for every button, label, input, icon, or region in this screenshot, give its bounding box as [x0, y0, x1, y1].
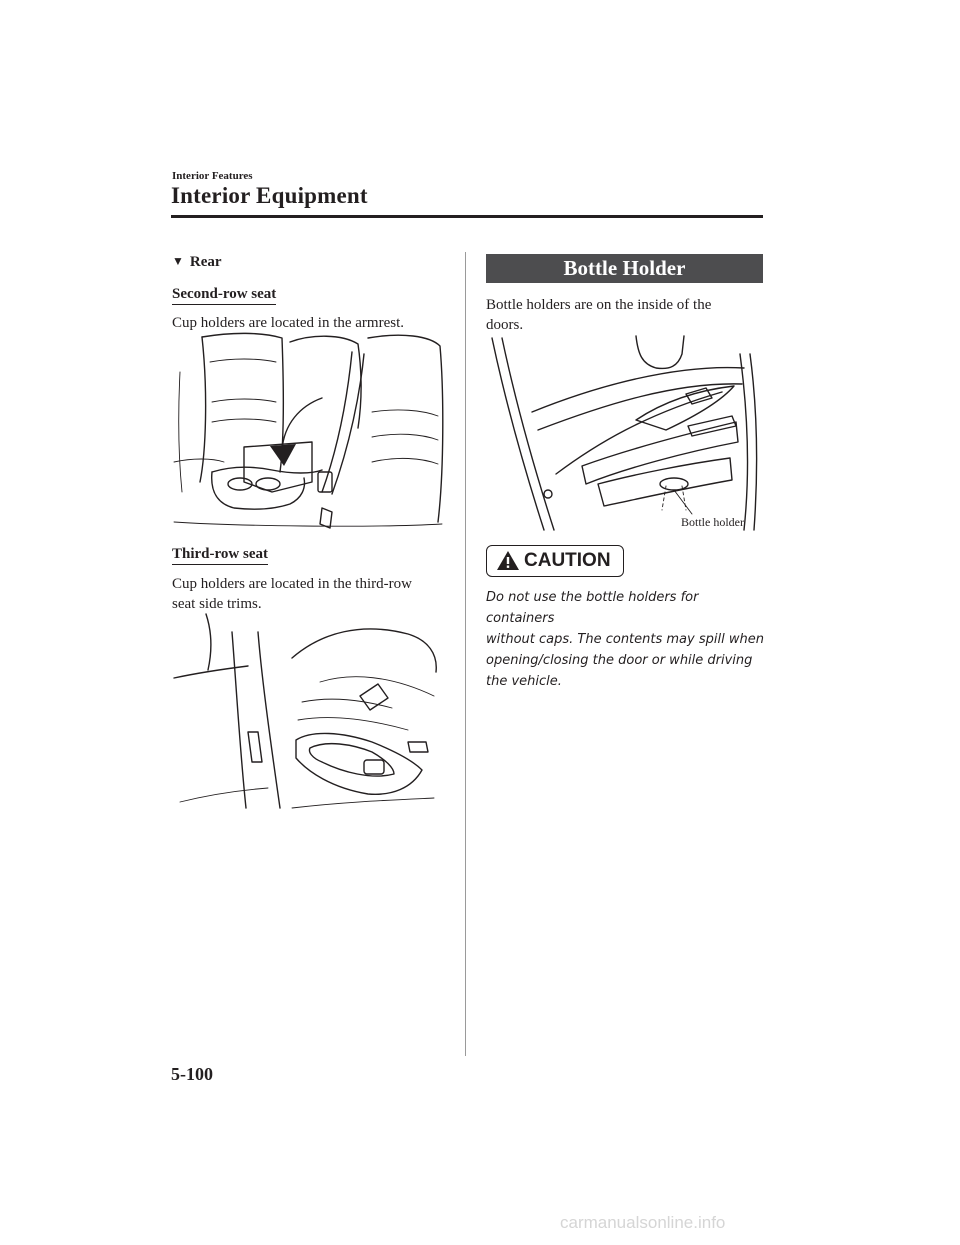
third-row-text-line1: Cup holders are located in the third-row: [172, 576, 412, 592]
second-row-heading: Second-row seat: [172, 286, 277, 305]
third-row-heading: Third-row seat: [172, 546, 268, 565]
page-title: Interior Equipment: [171, 183, 368, 208]
door-bottle-holder-illustration: [491, 335, 758, 531]
watermark-text: carmanualsonline.info: [560, 1213, 726, 1232]
down-triangle-icon: ▼: [172, 254, 184, 268]
subsection-label: Rear: [189, 254, 222, 270]
caution-line: without caps. The contents may spill whe…: [486, 632, 764, 647]
second-row-armrest-illustration: [173, 332, 444, 529]
second-row-text: Cup holders are located in the armrest.: [172, 315, 405, 331]
bottle-text-line2: doors.: [486, 317, 524, 333]
page-number: 5-100: [171, 1064, 213, 1084]
caution-line: Do not use the bottle holders for contai…: [486, 590, 699, 626]
caution-text: Do not use the bottle holders for contai…: [486, 587, 766, 692]
caution-label: CAUTION: [524, 550, 611, 571]
caution-box: [486, 545, 624, 577]
column-divider: [465, 252, 466, 1056]
warning-triangle-icon: [497, 551, 519, 570]
bottle-text-line1: Bottle holders are on the inside of the: [486, 297, 712, 313]
title-rule: [171, 215, 763, 218]
caution-line: the vehicle.: [486, 674, 562, 689]
caution-line: opening/closing the door or while drivin…: [486, 653, 753, 668]
chapter-label: Interior Features: [172, 170, 253, 182]
subsection-rear: ▼ Rear: [172, 254, 222, 271]
section-title-bar: Bottle Holder: [486, 254, 763, 283]
third-row-text-line2: seat side trims.: [172, 596, 262, 612]
bottle-holder-callout: Bottle holder: [681, 515, 744, 529]
third-row-side-trim-illustration: [173, 613, 437, 809]
